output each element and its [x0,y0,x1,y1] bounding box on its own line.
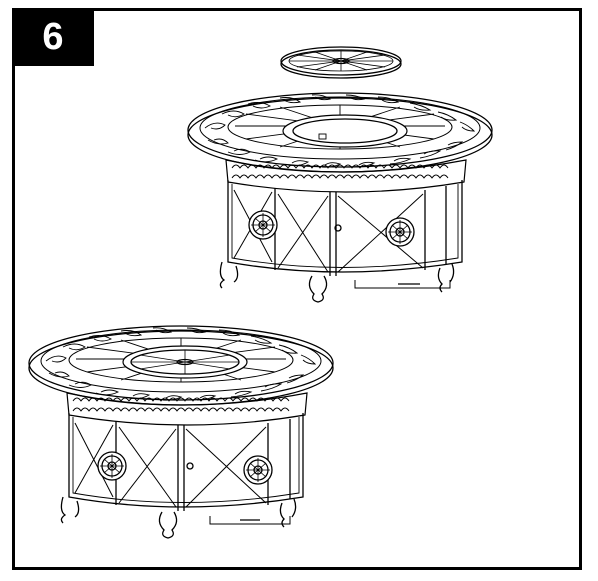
fire-pit-bottom-icon [28,325,334,539]
medallion-icon [385,217,415,247]
lid-installed-icon [122,345,248,379]
medallion-icon [248,210,278,240]
step-number: 6 [42,15,64,58]
medallion-icon [97,451,127,481]
medallion-icon [243,455,273,485]
fire-pit-top-icon [187,46,493,303]
lid-lifted-icon [280,46,402,79]
step-number-badge: 6 [12,8,94,66]
